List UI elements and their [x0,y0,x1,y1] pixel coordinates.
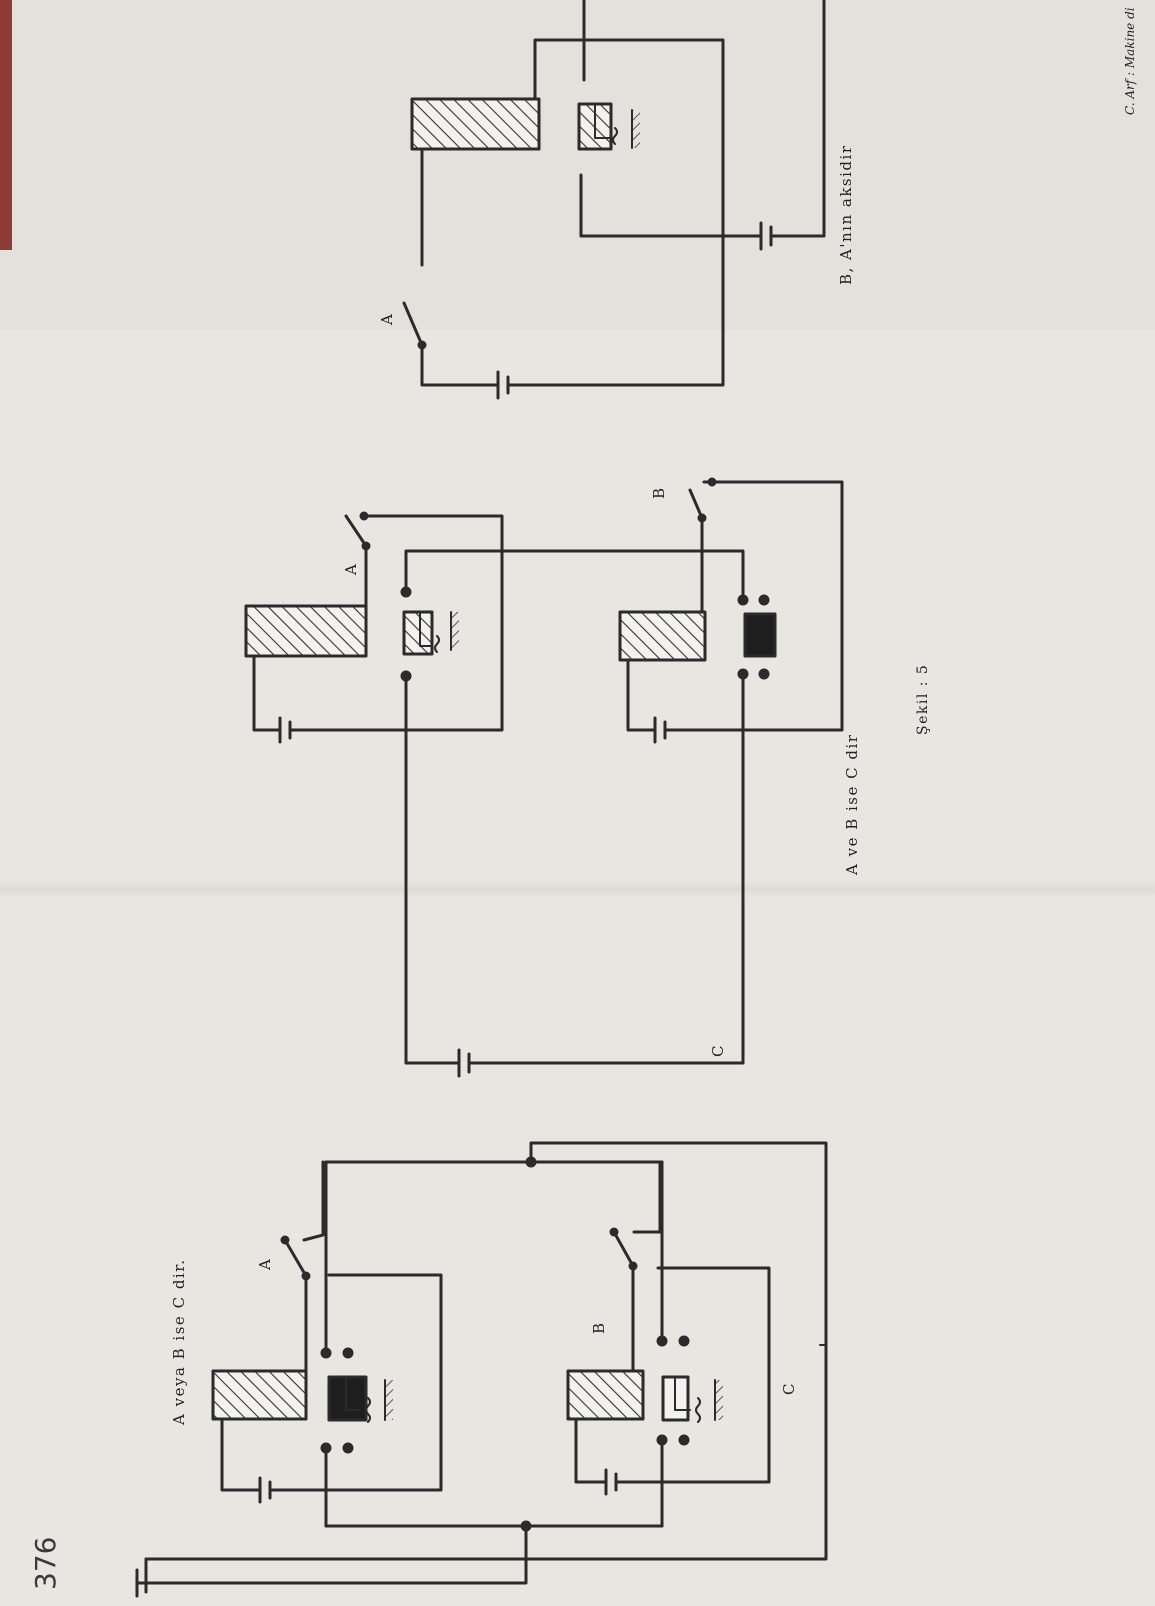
or-circuit-panel [135,1141,828,1598]
armature-a-and [402,610,434,656]
armature-a-or [327,1375,368,1422]
handwritten-page-number: 376 [29,1537,62,1590]
relay-b-or [566,1160,771,1528]
switch-b-and [688,488,704,520]
label-c-or: C [780,1384,798,1395]
label-c-and: C [709,1046,727,1057]
and-circuit-panel [244,477,844,1078]
running-header: C. Arf : Makine di [1123,7,1137,115]
caption-not: B, A'nın aksidir [837,145,855,286]
ground-a-or [385,1380,393,1420]
caption-and: A ve B ise C dir [843,734,861,876]
coil-a-and [244,604,368,658]
coil-b-and [618,610,707,662]
switch-a-or [283,1238,308,1278]
label-a-not: A [378,314,396,326]
figure-caption: Şekil : 5 [915,664,931,735]
relay-a-or [211,1160,443,1528]
coil-not [410,97,541,151]
label-a-and: A [342,564,360,576]
label-b-or: B [590,1323,608,1334]
relay-b-and [618,477,844,1065]
ground-a-and [451,612,459,650]
switch-b-or [612,1230,635,1268]
label-a-or: A [256,1259,274,1271]
not-circuit-panel [402,0,826,400]
ground-b-or [715,1380,723,1420]
paper-upper-fold [0,0,1155,330]
relay-a-and [244,511,745,1065]
ground-not [632,110,640,148]
armature-b-and [743,612,777,658]
caption-or: A veya B ise C dir. [170,1258,188,1426]
paper-fold-crease [0,880,1155,898]
book-cover-edge [0,0,12,250]
switch-a-not [402,301,424,347]
label-b-and: B [650,488,668,499]
switch-a-and [344,514,368,548]
coil-b-or [566,1369,645,1421]
coil-a-or [211,1369,308,1421]
